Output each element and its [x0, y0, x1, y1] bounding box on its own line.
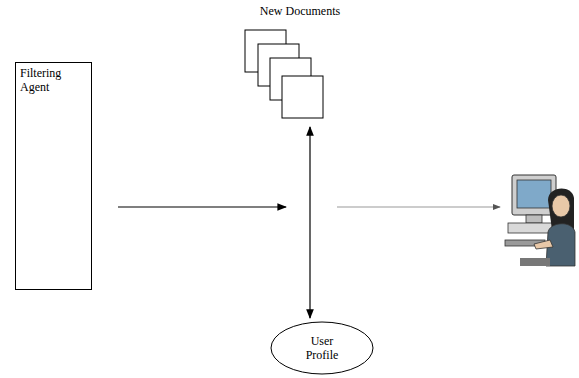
agent-arrow	[118, 206, 286, 207]
stack-title: New Documents	[258, 4, 342, 18]
document-stack: New Documents	[238, 4, 362, 122]
delivery-arrow	[337, 207, 500, 208]
node-label: User Profile	[297, 334, 347, 363]
document-stack-outline	[238, 4, 362, 122]
node-label: Filtering Agent	[20, 66, 75, 95]
filtering-agent-box: Filtering Agent	[15, 62, 92, 290]
document-page	[282, 76, 323, 118]
user-profile-ellipse: User Profile	[270, 321, 374, 375]
user-at-computer	[505, 175, 575, 266]
connector-arrow	[309, 127, 310, 318]
